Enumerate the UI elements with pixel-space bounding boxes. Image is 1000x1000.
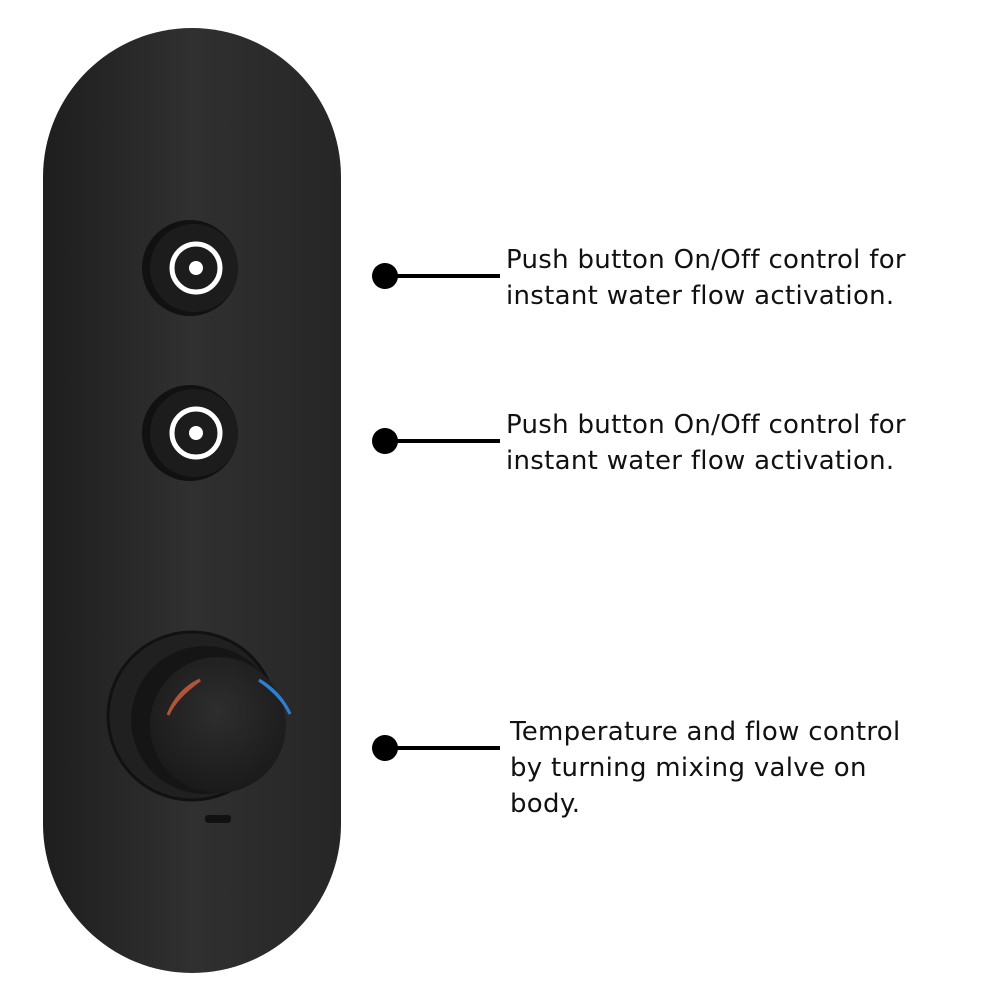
callout-text: Push button On/Off control for instant w… [506, 407, 906, 479]
callout-text: Push button On/Off control for instant w… [506, 242, 906, 314]
mixing-valve-dial[interactable] [106, 630, 292, 823]
callout-line [385, 746, 500, 750]
callout-line-text: Push button On/Off control for [506, 245, 906, 275]
callout-line [385, 439, 500, 443]
callout-text: Temperature and flow control by turning … [510, 714, 900, 822]
push-button-2[interactable] [142, 385, 238, 481]
callout-line-text: instant water flow activation. [506, 446, 895, 476]
callout-line-text: by turning mixing valve on [510, 753, 867, 783]
callout-line-text: Push button On/Off control for [506, 410, 906, 440]
button-ring-icon [169, 241, 223, 295]
callout-line-text: Temperature and flow control [510, 717, 901, 747]
callout-line [385, 274, 500, 278]
callout-line-text: instant water flow activation. [506, 281, 895, 311]
callout-line-text: body. [510, 789, 581, 819]
cold-indicator-icon [258, 678, 292, 715]
button-ring-icon [169, 406, 223, 460]
hot-indicator-icon [166, 678, 201, 716]
push-button-1[interactable] [142, 220, 238, 316]
panel-plate [43, 28, 341, 973]
